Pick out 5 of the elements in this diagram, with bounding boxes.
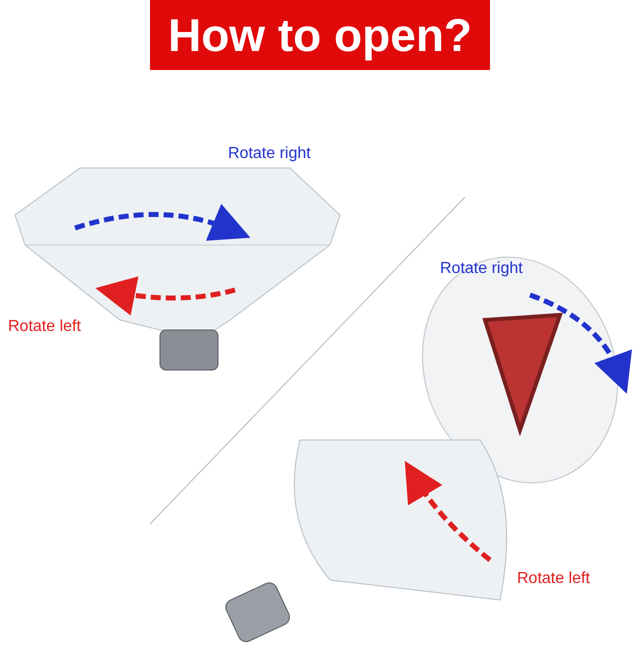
title-banner: How to open?	[150, 0, 490, 70]
rotation-label: Rotate left	[517, 570, 590, 588]
rotation-label: Rotate right	[228, 145, 311, 163]
rotation-label: Rotate right	[440, 260, 523, 278]
rotation-label: Rotate left	[8, 318, 81, 336]
